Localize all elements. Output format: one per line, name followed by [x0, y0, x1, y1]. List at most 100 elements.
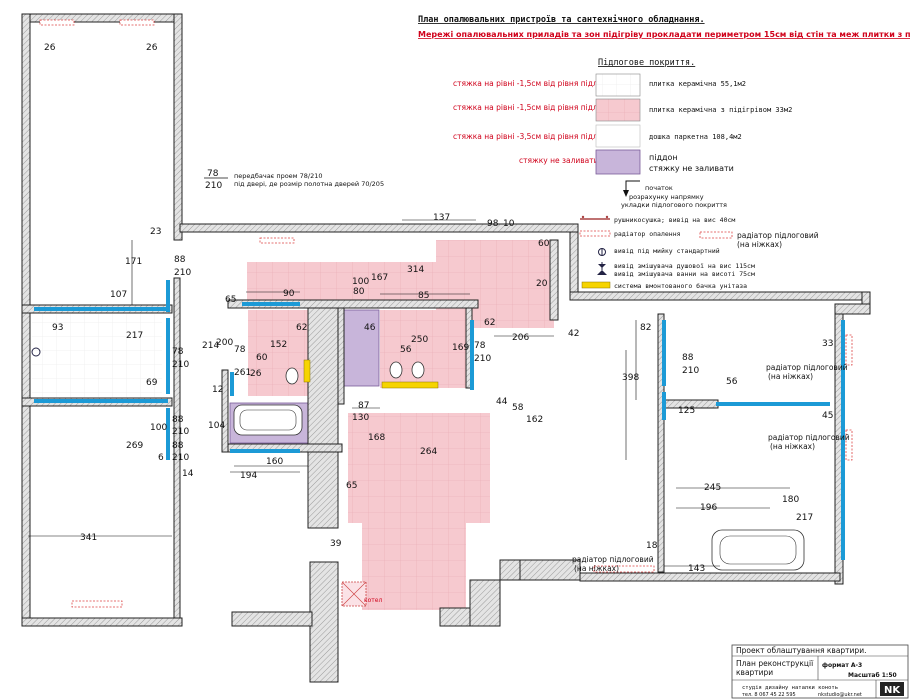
bathtub-left — [233, 404, 303, 436]
title-scale: Масштаб 1:50 — [848, 672, 897, 679]
toilet-1 — [285, 367, 299, 385]
dim-62b: 62 — [484, 318, 495, 328]
dim-42: 42 — [568, 329, 579, 339]
dim-261: 261 — [234, 368, 251, 378]
dimension-lines — [28, 219, 790, 567]
dim-10: 10 — [503, 219, 515, 229]
boiler-label: котел — [364, 597, 382, 604]
dim-168: 168 — [368, 433, 385, 443]
dim-62a: 62 — [296, 323, 307, 333]
radiator-bottom-left — [71, 600, 123, 608]
bathtub-right — [711, 529, 805, 571]
equip-label-3: вивід під мийку стандартний — [614, 247, 720, 255]
title-format: формат А-3 — [822, 662, 862, 669]
dim-269: 269 — [126, 441, 143, 451]
toilet-3 — [411, 361, 425, 379]
studio-logo — [880, 682, 904, 696]
equip-label-6: система вмонтованого бачка унітаза — [614, 282, 747, 290]
dim-82: 82 — [640, 323, 651, 333]
floor-drain-icon — [31, 347, 41, 357]
equipment-legend: рушникосушка; вивід на вис 40см радіатор… — [579, 215, 819, 290]
floor-legend: Підлогове покриття. стяжка на рівні -1,5… — [453, 58, 792, 209]
title-sheet: План реконструкції — [736, 659, 814, 668]
tile-zone-hall-low — [362, 523, 466, 610]
radiator-right-2 — [845, 429, 853, 461]
door-note-line1: передбачає проем 78/210 — [234, 172, 323, 180]
dim-162: 162 — [526, 415, 543, 425]
dim-80: 80 — [353, 287, 365, 297]
floor-radiator-label-1: радіатор підлоговий — [737, 231, 819, 240]
dim-65: 65 — [225, 295, 236, 305]
dim-26a: 26 — [44, 43, 56, 53]
legend-swatch-2 — [595, 98, 641, 122]
towel-dryer-icon — [580, 215, 610, 220]
dim-69: 69 — [146, 378, 158, 388]
dim-210d: 210 — [682, 366, 699, 376]
radiator-label-1b: (на ніжках) — [768, 372, 813, 381]
dim-214: 214 — [202, 341, 219, 351]
dim-78a: 78 — [172, 347, 184, 357]
title-block: Проект облаштування квартири. План рекон… — [731, 644, 909, 699]
dim-104: 104 — [208, 421, 225, 431]
equip-label-5: вивід змішувача ванни на висоті 75см — [614, 270, 755, 278]
legend-swatch-4 — [595, 149, 641, 175]
dim-171: 171 — [125, 257, 142, 267]
dim-90: 90 — [283, 289, 295, 299]
dim-210f: 210 — [172, 453, 189, 463]
dim-93: 93 — [52, 323, 63, 333]
radiator-right-1 — [845, 334, 853, 366]
dim-160: 160 — [266, 457, 283, 467]
dim-200: 200 — [216, 338, 233, 348]
dim-44: 44 — [496, 397, 508, 407]
dim-217: 217 — [126, 331, 143, 341]
dim-88c: 88 — [172, 415, 184, 425]
dim-18: 18 — [646, 541, 658, 551]
dim-169: 169 — [452, 343, 469, 353]
dim-167: 167 — [371, 273, 388, 283]
legend-left-3: стяжка на рівні -3,5см від рівня підлоги — [453, 132, 611, 141]
title-web: nkstudio@ukr.net — [818, 692, 862, 698]
shower-mixer-icon — [598, 262, 606, 270]
dim-196: 196 — [700, 503, 717, 513]
dim-341: 341 — [80, 533, 97, 543]
legend-right-4b: стяжку не заливати — [649, 164, 734, 173]
dim-39: 39 — [330, 539, 342, 549]
dim-88a: 88 — [174, 255, 186, 265]
dim-217b: 217 — [796, 513, 813, 523]
title-phone: тел. 8 067 45 22 595 — [742, 692, 796, 698]
dim-245: 245 — [704, 483, 721, 493]
tile-zone-bath1 — [248, 310, 308, 396]
studio-logo-text: NK — [884, 685, 901, 696]
radiator-label-3b: (на ніжках) — [574, 564, 619, 573]
cistern-wc1 — [303, 359, 311, 383]
radiator-label-2a: радіатор підлоговий — [768, 433, 850, 442]
cistern-icon — [581, 281, 611, 289]
dimension-labels: 26 26 137 98 10 60 20 23 171 88 210 107 … — [44, 43, 833, 574]
equip-label-2: радіатор опалення — [614, 230, 681, 238]
dim-100b: 100 — [150, 423, 167, 433]
dim-65b: 65 — [346, 481, 357, 491]
tile-zone-room-left — [32, 314, 162, 398]
legend-swatch-3 — [595, 124, 641, 148]
direction-note-3: укладки підлогового покриття — [621, 201, 727, 209]
direction-note-1: початок — [645, 184, 673, 192]
dim-152: 152 — [270, 340, 287, 350]
legend-left-1: стяжка на рівні -1,5см від рівня підлоги — [453, 79, 611, 88]
dim-56: 56 — [400, 345, 412, 355]
dim-210a: 210 — [174, 268, 191, 278]
dim-143: 143 — [688, 564, 705, 574]
legend-left-2: стяжка на рівні -1,5см від рівня підлоги — [453, 103, 611, 112]
dim-194: 194 — [240, 471, 257, 481]
radiator-corridor — [259, 237, 295, 244]
direction-arrow-icon — [625, 180, 640, 194]
dim-12: 12 — [212, 385, 223, 395]
dim-85: 85 — [418, 291, 429, 301]
direction-note-2: розрахунку напрямку — [629, 193, 704, 201]
tile-zone-hall — [348, 413, 490, 523]
legend-left-4: стяжку не заливати — [519, 156, 599, 165]
sink-outlet-icon — [598, 248, 606, 256]
radiator-label-3a: радіатор підлоговий — [572, 555, 654, 564]
title-sheet2: квартири — [736, 668, 773, 677]
radiator-top-left — [39, 19, 75, 26]
